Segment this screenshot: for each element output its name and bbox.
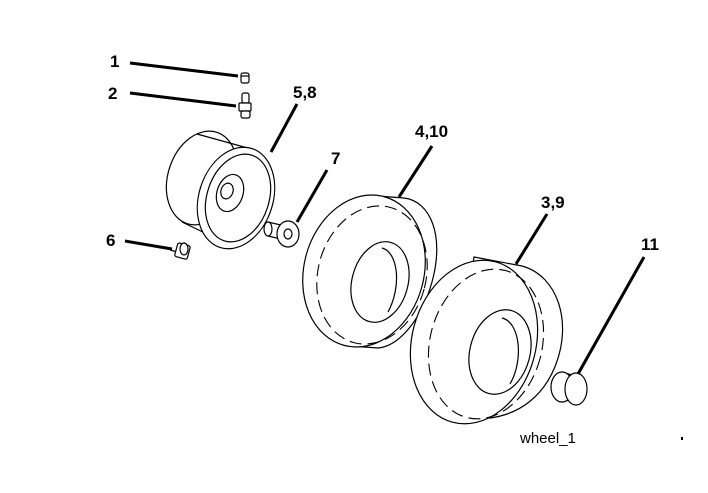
callout-3-9: 3,9 xyxy=(541,193,565,212)
part-tire-rear xyxy=(302,194,438,349)
part-lug-bolt xyxy=(169,242,191,260)
callout-7: 7 xyxy=(331,149,340,168)
leader-7 xyxy=(295,169,329,223)
part-valve-stem xyxy=(238,92,252,119)
leader-lines xyxy=(124,61,646,375)
leader-11 xyxy=(576,256,646,375)
corner-mark xyxy=(681,437,683,440)
callout-5-8: 5,8 xyxy=(293,83,317,102)
part-wheel-rim xyxy=(165,130,276,250)
part-valve-cap xyxy=(240,72,250,84)
part-spacer-bushing xyxy=(263,220,300,248)
leader-6 xyxy=(124,239,173,251)
callout-11: 11 xyxy=(641,235,659,254)
leader-5-8 xyxy=(269,103,299,153)
diagram-caption: wheel_1 xyxy=(519,430,576,447)
callout-6: 6 xyxy=(106,231,115,250)
leader-1 xyxy=(129,61,239,78)
leader-3-9 xyxy=(514,213,549,265)
callout-2: 2 xyxy=(108,84,117,103)
part-hub-cap xyxy=(550,371,588,406)
callout-4-10: 4,10 xyxy=(415,122,448,141)
callout-1: 1 xyxy=(110,52,119,71)
leader-4-10 xyxy=(397,145,434,198)
leader-2 xyxy=(129,91,237,108)
part-tire-front xyxy=(409,256,564,425)
